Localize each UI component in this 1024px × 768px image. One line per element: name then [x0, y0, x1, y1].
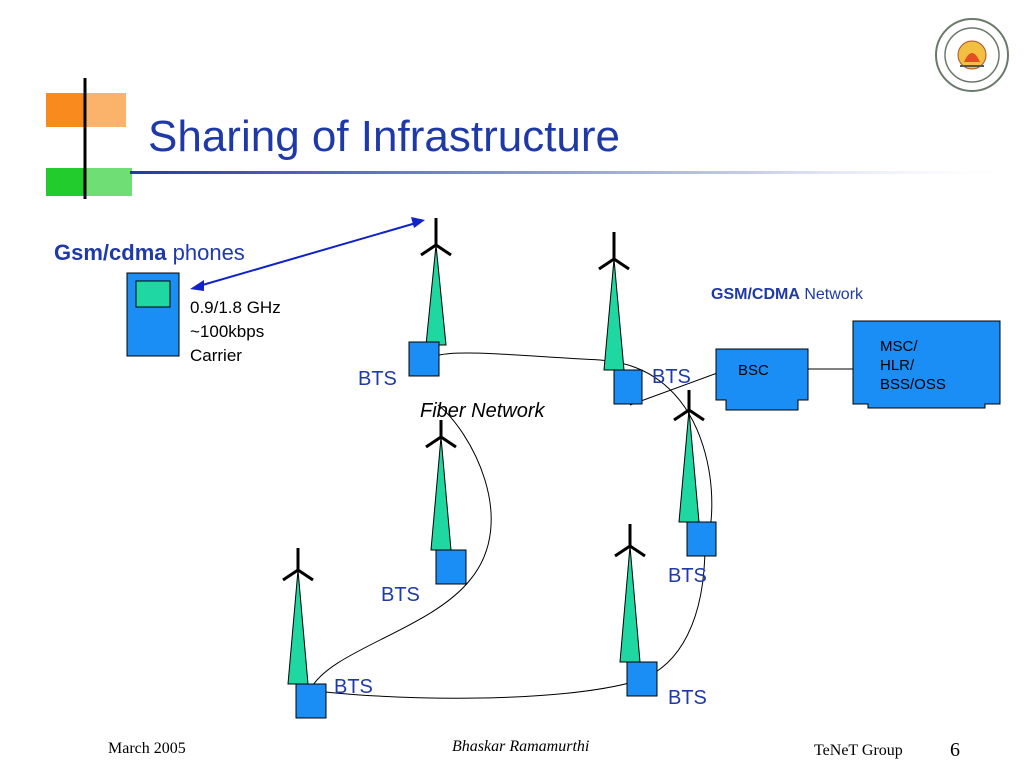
network-label: GSM/CDMA Network — [711, 286, 863, 304]
page-number: 6 — [950, 739, 960, 761]
footer-author: Bhaskar Ramamurthi — [452, 738, 590, 755]
carrier-info: 0.9/1.8 GHz ~100kbps Carrier — [190, 296, 281, 368]
bts-label: BTS — [334, 676, 373, 698]
radio-link-arrow — [190, 217, 425, 291]
bts-tower-icon — [425, 420, 467, 585]
bts-tower-icon — [598, 232, 643, 405]
msc-line: BSS/OSS — [880, 376, 946, 393]
phones-label-strong: Gsm/cdma — [54, 240, 167, 265]
bsc-box — [715, 348, 809, 411]
carrier-line: ~100kbps — [190, 322, 265, 341]
bts-label: BTS — [668, 687, 707, 709]
phones-label-light: phones — [172, 240, 245, 265]
bts-label: BTS — [668, 565, 707, 587]
msc-label: MSC/ HLR/ BSS/OSS — [880, 337, 946, 394]
institute-seal-icon — [935, 18, 1009, 92]
footer-date: March 2005 — [108, 740, 186, 757]
carrier-line: Carrier — [190, 346, 242, 365]
mobile-phone-icon — [126, 272, 180, 357]
bts-tower-icon — [673, 390, 717, 557]
phones-label: Gsm/cdma phones — [54, 240, 245, 266]
bts-tower-icon — [408, 218, 452, 377]
page-title: Sharing of Infrastructure — [148, 112, 621, 161]
msc-line: MSC/ — [880, 338, 918, 355]
bsc-label: BSC — [738, 362, 769, 379]
bts-tower-icon — [614, 524, 658, 697]
bts-tower-icon — [282, 548, 327, 719]
fiber-network-label: Fiber Network — [420, 400, 545, 422]
carrier-line: 0.9/1.8 GHz — [190, 298, 281, 317]
bts-label: BTS — [652, 366, 691, 388]
bts-label: BTS — [358, 368, 397, 390]
msc-line: HLR/ — [880, 357, 915, 374]
network-label-light: Network — [804, 286, 864, 303]
footer-group: TeNeT Group — [814, 742, 903, 759]
title-underline — [130, 171, 1024, 174]
msc-box — [852, 320, 1001, 409]
network-label-strong: GSM/CDMA — [711, 286, 800, 303]
bts-label: BTS — [381, 584, 420, 606]
corner-logo-icon — [46, 78, 135, 199]
